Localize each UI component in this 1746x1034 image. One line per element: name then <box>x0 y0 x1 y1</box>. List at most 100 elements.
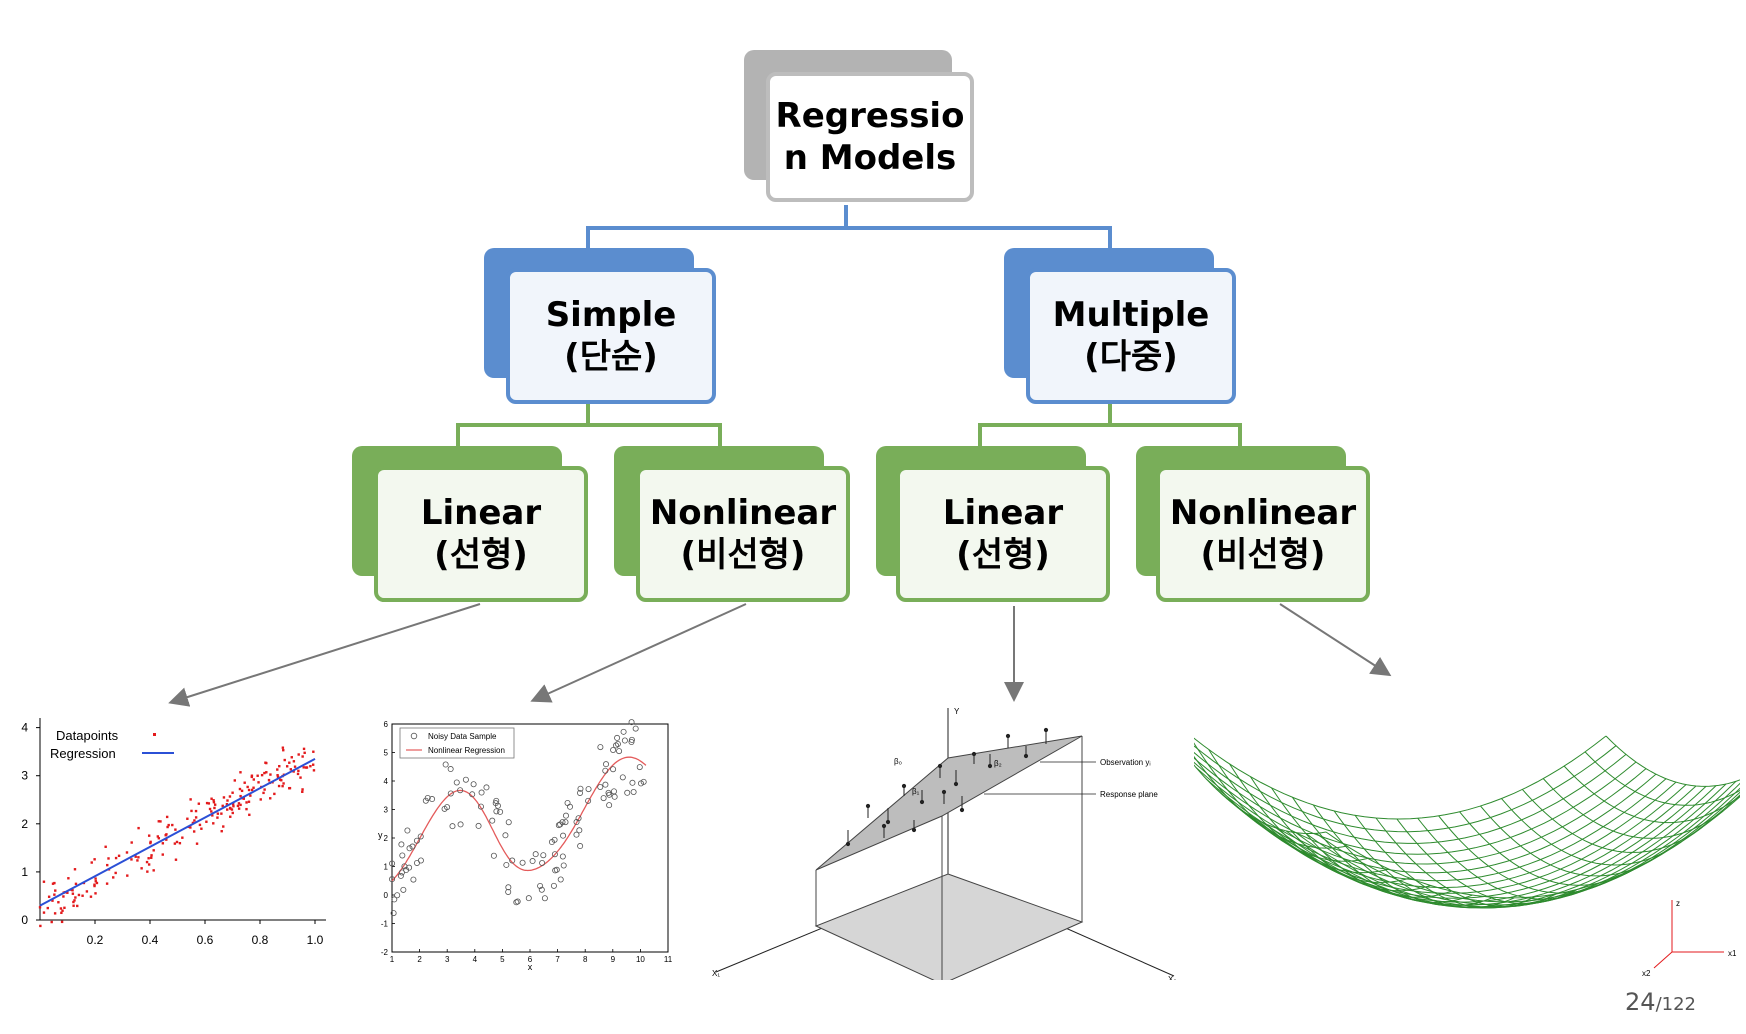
data-point <box>577 843 584 850</box>
data-point <box>149 841 152 845</box>
data-point <box>243 781 246 784</box>
data-point <box>240 789 244 793</box>
x-tick-label: 0.6 <box>197 933 214 947</box>
data-point <box>51 899 54 902</box>
legend-nonlinear: Nonlinear Regression <box>428 746 505 755</box>
data-point <box>230 808 234 811</box>
data-point <box>228 806 232 810</box>
x-tick-label: 9 <box>611 955 616 964</box>
data-point <box>551 851 558 858</box>
data-point <box>532 851 539 858</box>
data-point <box>490 852 497 859</box>
node-multiple-line2: (다중) <box>1084 337 1178 377</box>
data-point <box>577 789 584 796</box>
y-axis-label: y <box>378 830 383 840</box>
data-point <box>205 820 208 823</box>
x-tick-label: 0.8 <box>252 933 269 947</box>
data-point <box>72 904 75 907</box>
page-current: 24 <box>1625 988 1656 1016</box>
x-tick-label: 0.2 <box>87 933 104 947</box>
data-point <box>462 776 469 783</box>
data-point <box>157 820 160 823</box>
data-point <box>312 769 316 772</box>
node-simple-linear-line1: Linear <box>420 493 542 533</box>
data-point <box>208 807 212 811</box>
data-point <box>198 823 202 827</box>
data-point <box>616 748 623 755</box>
data-point <box>610 766 617 773</box>
data-point <box>47 895 51 898</box>
data-point <box>242 797 246 800</box>
data-point <box>611 793 618 800</box>
observation-point <box>1005 733 1011 739</box>
observation-point <box>987 763 993 769</box>
label-response-plane: Response plane <box>1100 790 1158 799</box>
data-point <box>613 742 620 749</box>
data-point <box>540 852 547 859</box>
data-point <box>213 806 216 810</box>
data-point <box>276 774 279 777</box>
data-point <box>94 892 97 895</box>
data-point <box>247 788 251 792</box>
data-point <box>62 895 65 898</box>
x-tick-label: 10 <box>636 955 645 964</box>
data-point <box>195 842 199 845</box>
data-point <box>273 792 276 796</box>
data-point <box>288 787 291 790</box>
data-point <box>174 858 178 861</box>
data-point <box>297 769 300 773</box>
data-point <box>53 893 56 896</box>
node-multiple-linear: Linear (선형) <box>876 446 1116 606</box>
data-point <box>197 802 201 805</box>
data-point <box>562 819 569 826</box>
orientation-axes <box>1653 900 1724 969</box>
data-point <box>548 839 555 846</box>
mesh-line <box>1605 735 1740 787</box>
page-total: /122 <box>1655 994 1696 1015</box>
data-point <box>114 856 118 860</box>
observation-point <box>959 807 965 813</box>
data-point <box>297 753 300 756</box>
data-point <box>529 858 536 865</box>
data-point <box>226 808 229 811</box>
data-point <box>497 808 504 815</box>
data-point <box>299 776 302 779</box>
mesh-line <box>1194 745 1617 833</box>
data-point <box>260 773 264 777</box>
data-point <box>301 755 304 758</box>
data-point <box>390 910 397 917</box>
data-point <box>277 784 281 788</box>
legend-point-swatch <box>153 733 156 736</box>
data-point <box>410 876 417 883</box>
data-point <box>276 768 279 771</box>
data-point <box>293 765 297 768</box>
data-point <box>60 911 63 915</box>
data-point <box>575 815 582 822</box>
x-axis-label: x <box>528 962 533 972</box>
data-point <box>137 856 140 859</box>
data-point <box>74 896 77 899</box>
data-point <box>505 884 512 891</box>
data-point <box>406 845 413 852</box>
data-point <box>237 802 241 805</box>
data-point <box>560 832 567 839</box>
data-point <box>503 861 510 868</box>
observation-point <box>919 799 925 805</box>
response-plane-plot: Observation yᵢ Response plane Y X₁ X₂ β₀… <box>712 707 1176 980</box>
data-point <box>85 890 89 893</box>
observation-point <box>845 841 851 847</box>
mesh-line <box>1235 785 1697 899</box>
data-point <box>453 779 460 786</box>
data-point <box>429 796 436 803</box>
observation-point <box>911 827 917 833</box>
data-point <box>165 815 169 819</box>
mesh-line <box>1194 735 1607 820</box>
data-point <box>620 728 627 735</box>
data-point <box>602 781 609 788</box>
observation-point <box>937 763 943 769</box>
data-point <box>597 783 604 790</box>
data-point <box>93 884 96 888</box>
data-point <box>444 804 451 811</box>
data-point <box>539 860 546 867</box>
data-point <box>231 811 234 815</box>
